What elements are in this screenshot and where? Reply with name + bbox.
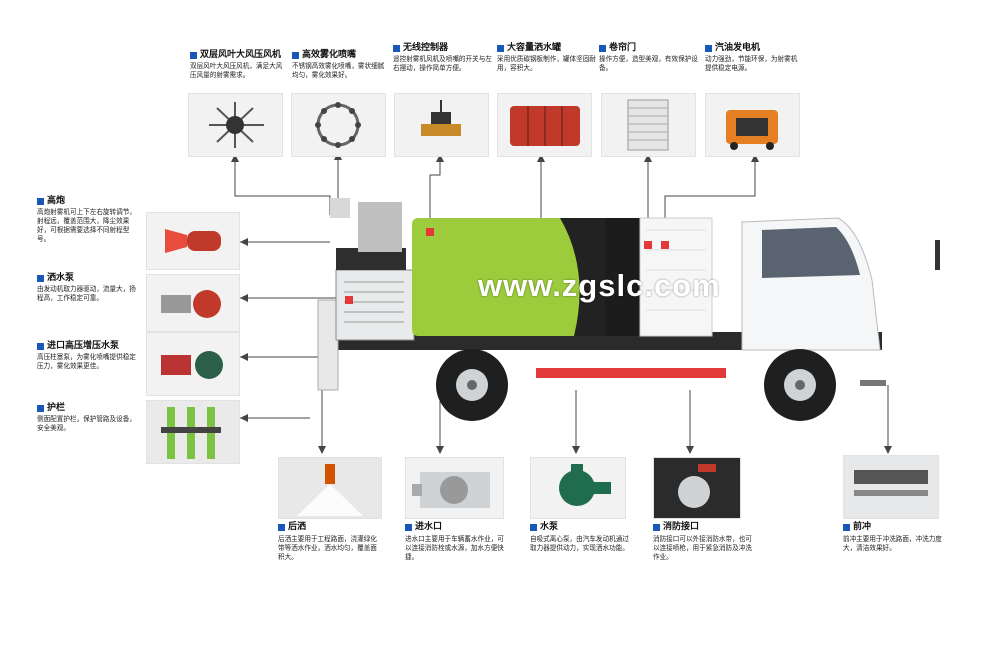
leader-arrows (231, 152, 892, 454)
fire-hose-interface-icon (653, 457, 741, 519)
pump-icon (146, 274, 240, 332)
water-tank-icon (497, 93, 592, 157)
feature-text: 由发动机取力器驱动，流量大，扬程高，工作稳定可靠。 (37, 285, 136, 302)
feature-title: 洒水泵 (47, 273, 75, 283)
feature-cannon: 高炮 高炮射雾机可上下左右旋转调节，射程远，覆盖范围大，降尘效果好，可根据需要选… (37, 196, 142, 244)
roller-door-icon (601, 93, 696, 157)
watermark: www.zgslc.com (478, 268, 721, 303)
callout-markers (345, 228, 669, 304)
feature-text: 采用优质碳钢板制作，罐体坚固耐用，容积大。 (497, 55, 596, 72)
fan-impeller-icon (188, 93, 283, 157)
feature-text: 消防接口可以外接消防水带，也可以连接喷枪，用于紧急消防及冲洗作业。 (653, 535, 752, 561)
feature-text: 进水口主要用于车辆蓄水作业，可以连接消防栓或水源，加水方便快捷。 (405, 535, 504, 561)
feature-title: 进水口 (415, 522, 443, 532)
feature-title: 汽油发电机 (715, 43, 761, 53)
feature-text: 双层风叶大风压风机，满足大风压风量的射雾需求。 (190, 62, 283, 79)
remote-controller-icon (394, 93, 489, 157)
feature-fan: 双层风叶大风压风机 双层风叶大风压风机，满足大风压风量的射雾需求。 (190, 50, 287, 80)
feature-text: 侧面配置护栏，保护管路及设备，安全美观。 (37, 415, 136, 432)
feature-title: 前冲 (853, 522, 872, 532)
feature-text: 高炮射雾机可上下左右旋转调节，射程远，覆盖范围大，降尘效果好，可根据需要选择不同… (37, 208, 136, 243)
feature-water-pump: 水泵 自吸式离心泵，由汽车发动机通过取力器提供动力，实现洒水功能。 (530, 522, 630, 553)
feature-sprinkler-pump: 洒水泵 由发动机取力器驱动，流量大，扬程高，工作稳定可靠。 (37, 273, 142, 303)
feature-door: 卷帘门 操作方便，造型美观，有效保护设备。 (599, 43, 699, 73)
feature-remote: 无线控制器 遥控射雾机风机及喷嘴的开关与左右摆动，操作简单方便。 (393, 43, 493, 73)
feature-tank: 大容量洒水罐 采用优质碳钢板制作，罐体坚固耐用，容积大。 (497, 43, 597, 73)
feature-title: 水泵 (540, 522, 559, 532)
centrifugal-pump-icon (530, 457, 626, 519)
feature-text: 动力强劲，节能环保，为射雾机提供稳定电源。 (705, 55, 798, 72)
feature-pressure-pump: 进口高压增压水泵 高压柱塞泵，为雾化喷嘴提供稳定压力，雾化效果更佳。 (37, 341, 142, 371)
front-flusher-icon (843, 455, 939, 519)
feature-water-inlet: 进水口 进水口主要用于车辆蓄水作业，可以连接消防栓或水源，加水方便快捷。 (405, 522, 505, 562)
sprinkler-truck (317, 198, 940, 421)
feature-text: 自吸式离心泵，由汽车发动机通过取力器提供动力，实现洒水功能。 (530, 535, 629, 552)
feature-text: 遥控射雾机风机及喷嘴的开关与左右摆动，操作简单方便。 (393, 55, 492, 72)
feature-text: 高压柱塞泵，为雾化喷嘴提供稳定压力，雾化效果更佳。 (37, 353, 136, 370)
feature-title: 无线控制器 (403, 43, 449, 53)
feature-text: 不锈钢高效雾化喷嘴，雾状细腻均匀，雾化效果好。 (292, 62, 385, 79)
feature-title: 高效雾化喷嘴 (302, 50, 357, 60)
water-inlet-icon (405, 457, 504, 519)
rear-sprinkler-icon (278, 457, 382, 519)
pressure-pump-icon (146, 332, 240, 396)
feature-fire-interface: 消防接口 消防接口可以外接消防水带，也可以连接喷枪，用于紧急消防及冲洗作业。 (653, 522, 753, 562)
feature-title: 消防接口 (663, 522, 700, 532)
feature-title: 双层风叶大风压风机 (200, 50, 282, 60)
generator-icon (705, 93, 800, 157)
guardrail-icon (146, 400, 240, 464)
feature-rear-sprinkler: 后洒 后洒主要用于工程路面，浇灌绿化带等洒水作业，洒水均匀，覆盖面积大。 (278, 522, 380, 562)
feature-generator: 汽油发电机 动力强劲，节能环保，为射雾机提供稳定电源。 (705, 43, 800, 73)
feature-text: 后洒主要用于工程路面，浇灌绿化带等洒水作业，洒水均匀，覆盖面积大。 (278, 535, 377, 561)
feature-guardrail: 护栏 侧面配置护栏，保护管路及设备，安全美观。 (37, 403, 142, 433)
cannon-icon (146, 212, 240, 270)
feature-title: 大容量洒水罐 (507, 43, 562, 53)
feature-front-flusher: 前冲 前冲主要用于冲洗路面，冲洗力度大，清洁效果好。 (843, 522, 948, 553)
feature-text: 操作方便，造型美观，有效保护设备。 (599, 55, 698, 72)
feature-title: 后洒 (288, 522, 307, 532)
feature-title: 卷帘门 (609, 43, 637, 53)
feature-title: 进口高压增压水泵 (47, 341, 120, 351)
feature-text: 前冲主要用于冲洗路面，冲洗力度大，清洁效果好。 (843, 535, 942, 552)
nozzle-ring-icon (291, 93, 386, 157)
feature-nozzle: 高效雾化喷嘴 不锈钢高效雾化喷嘴，雾状细腻均匀，雾化效果好。 (292, 50, 390, 80)
feature-title: 高炮 (47, 196, 66, 206)
feature-title: 护栏 (47, 403, 66, 413)
